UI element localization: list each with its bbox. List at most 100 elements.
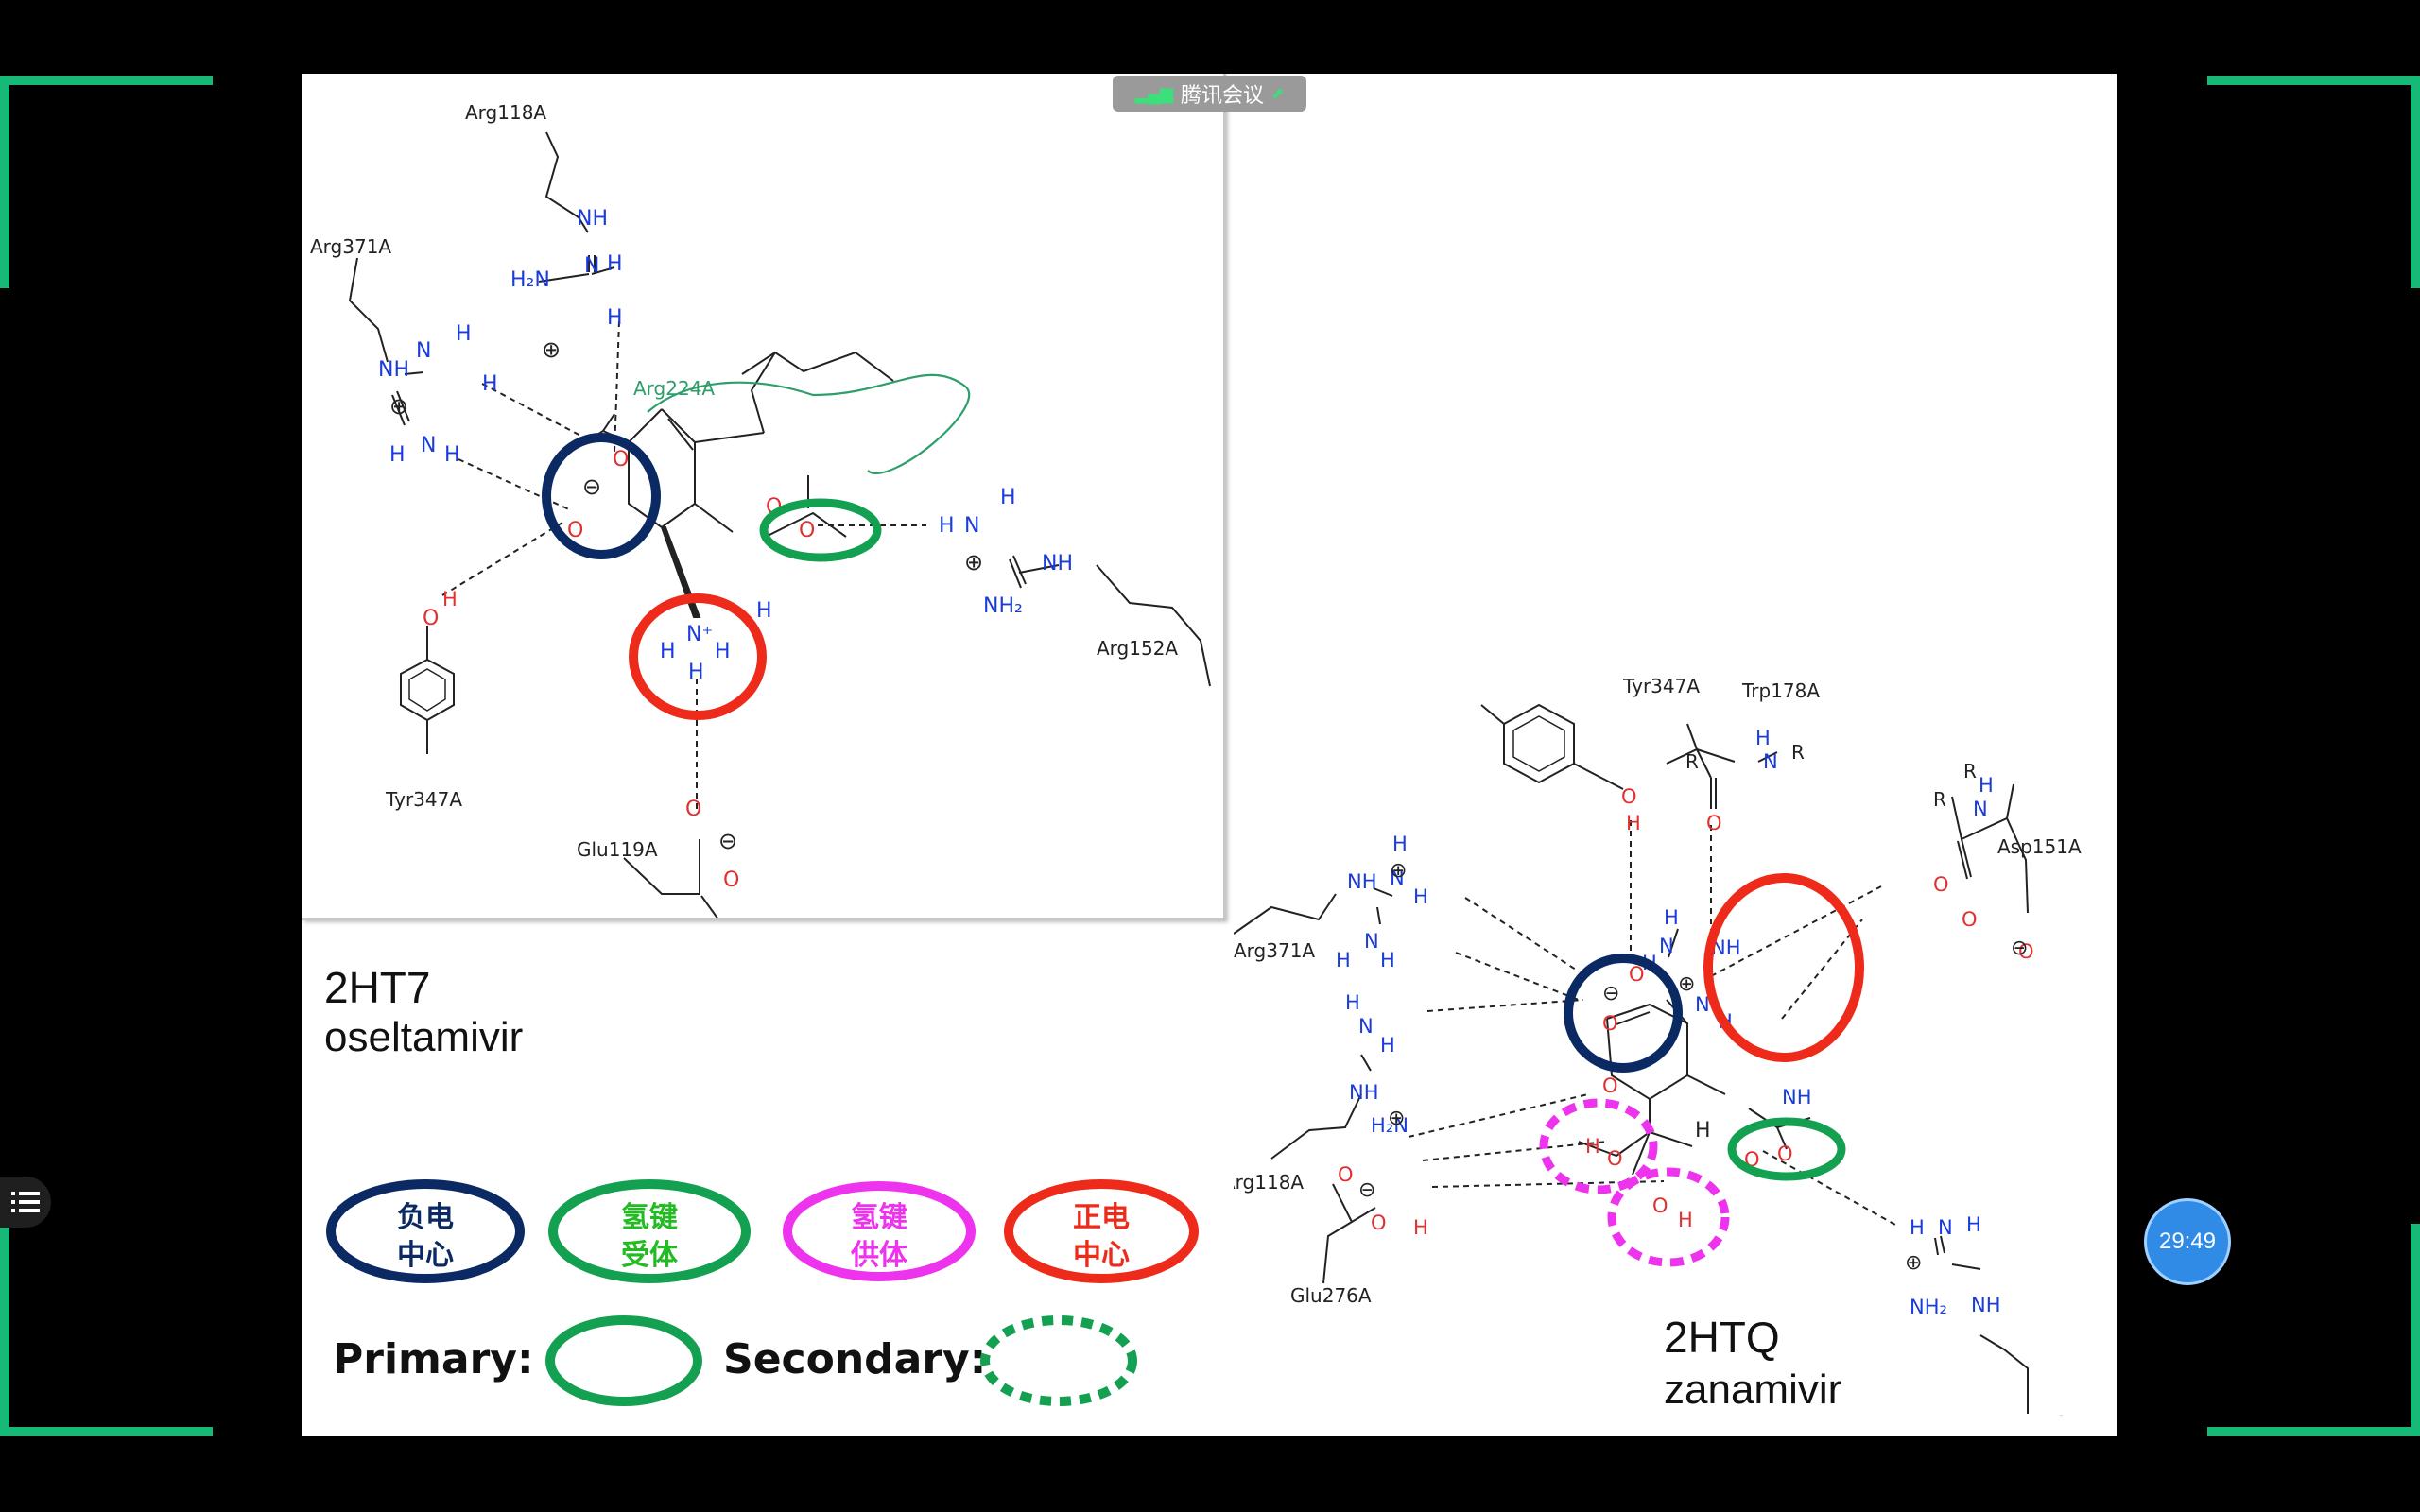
svg-text:H: H xyxy=(688,661,704,684)
left-interaction-panel: Arg118A Arg371A Arg152A Tyr347A Glu119A … xyxy=(302,74,1226,920)
svg-text:R: R xyxy=(1791,741,1805,764)
legend-primary-label: Primary: xyxy=(333,1335,534,1383)
svg-text:H: H xyxy=(1910,1216,1925,1239)
left-pdb-code: 2HT7 xyxy=(324,963,431,1012)
frame-corner-top-right-h xyxy=(2207,76,2420,85)
svg-text:H: H xyxy=(607,306,623,330)
legend-negative-center xyxy=(326,1179,525,1283)
svg-text:⊕: ⊕ xyxy=(1905,1251,1922,1275)
shared-slide: Arg118A Arg371A Arg152A Tyr347A Glu119A … xyxy=(302,74,2117,1436)
svg-text:N: N xyxy=(1659,935,1674,957)
svg-text:NH: NH xyxy=(378,358,409,382)
hbond-acceptor-marker xyxy=(759,498,882,562)
svg-text:N: N xyxy=(421,434,436,457)
svg-text:⊕: ⊕ xyxy=(1678,972,1695,996)
svg-text:⊕: ⊕ xyxy=(964,549,983,576)
residue-arg371a-right: Arg371A xyxy=(1234,939,1315,962)
svg-text:O: O xyxy=(1602,1012,1618,1035)
svg-text:⊖: ⊖ xyxy=(1602,982,1619,1005)
frame-corner-bottom-right-h xyxy=(2207,1427,2420,1436)
residue-arg118a: Arg118A xyxy=(465,101,546,124)
residue-arg152a: Arg152A xyxy=(1097,637,1178,660)
signal-bars-icon: ▂▄▆ xyxy=(1134,83,1174,103)
svg-text:⊖: ⊖ xyxy=(1358,1178,1375,1202)
meeting-timer[interactable]: 29:49 xyxy=(2144,1198,2231,1285)
svg-text:O: O xyxy=(1962,908,1978,931)
svg-text:O: O xyxy=(723,868,739,892)
svg-text:O: O xyxy=(1629,963,1645,986)
svg-text:O: O xyxy=(613,448,629,472)
residue-asp151a-right: Asp151A xyxy=(1997,835,2082,858)
svg-text:H: H xyxy=(456,322,472,346)
svg-text:N: N xyxy=(1390,867,1405,889)
legend-primary-marker xyxy=(545,1315,702,1406)
svg-text:H: H xyxy=(1626,812,1641,834)
svg-text:N: N xyxy=(1763,750,1778,773)
svg-text:H: H xyxy=(482,372,498,396)
svg-text:H: H xyxy=(756,599,772,623)
svg-text:O: O xyxy=(567,519,583,542)
frame-corner-top-left-h xyxy=(0,76,213,85)
legend-donor-line2: 供体 xyxy=(850,1239,908,1272)
svg-text:H: H xyxy=(1966,1213,1981,1236)
svg-text:O: O xyxy=(1706,812,1722,834)
hbond-acceptor-marker-right xyxy=(1727,1117,1846,1181)
svg-text:R: R xyxy=(1933,788,1946,811)
legend-positive-line1: 正电 xyxy=(1073,1201,1130,1234)
svg-text:NH: NH xyxy=(1042,552,1073,576)
svg-text:R: R xyxy=(1685,750,1699,773)
legend-positive-center xyxy=(1004,1179,1199,1283)
zanamivir-interaction-diagram: Trp178A Tyr347A Asp151A Arg371A Arg118A … xyxy=(1234,675,2082,1416)
svg-text:H: H xyxy=(1979,774,1994,797)
svg-text:H: H xyxy=(939,514,955,538)
right-drug-name: zanamivir xyxy=(1664,1366,1842,1413)
svg-text:NH₂: NH₂ xyxy=(1910,1296,1947,1318)
frame-corner-top-right-v xyxy=(2411,76,2420,288)
svg-text:H: H xyxy=(389,443,406,467)
svg-text:NH: NH xyxy=(1347,870,1377,893)
svg-text:⊖: ⊖ xyxy=(582,473,601,500)
svg-text:O: O xyxy=(1371,1211,1387,1234)
svg-text:H: H xyxy=(1413,1216,1428,1239)
svg-text:H₂N: H₂N xyxy=(1371,1114,1409,1137)
list-menu-icon xyxy=(11,1192,40,1212)
svg-text:H: H xyxy=(660,640,676,663)
meeting-app-name: 腾讯会议 xyxy=(1181,83,1265,107)
legend-negative-line2: 中心 xyxy=(397,1239,454,1272)
svg-text:NH: NH xyxy=(1971,1294,2001,1316)
svg-text:⊖: ⊖ xyxy=(718,828,737,854)
pharmacophore-legend: 负电 中心 氢键 受体 氢键 供体 正电 中心 Primary: Seconda… xyxy=(326,1179,1199,1406)
svg-text:N: N xyxy=(416,339,431,363)
hbond-donor-marker-right-1 xyxy=(1539,1098,1658,1194)
svg-text:⊕: ⊕ xyxy=(1390,859,1407,883)
svg-text:H: H xyxy=(1380,1034,1395,1057)
frame-corner-top-left-v xyxy=(0,76,9,288)
svg-text:H: H xyxy=(607,252,623,276)
svg-text:N: N xyxy=(584,254,599,278)
svg-text:N: N xyxy=(964,514,979,538)
oseltamivir-interaction-diagram: Arg118A Arg371A Arg152A Tyr347A Glu119A … xyxy=(310,101,1211,920)
legend-donor-line1: 氢键 xyxy=(851,1201,908,1234)
meeting-status-pill[interactable]: ▂▄▆ 腾讯会议 ⬈ xyxy=(1113,76,1306,112)
legend-secondary-label: Secondary: xyxy=(723,1335,986,1383)
negative-center-marker-right xyxy=(1564,954,1683,1073)
positive-center-marker xyxy=(629,593,767,720)
side-menu-button[interactable] xyxy=(0,1177,51,1228)
residue-tyr347a-right: Tyr347A xyxy=(1622,675,1700,697)
svg-text:⊕: ⊕ xyxy=(389,393,408,420)
svg-text:O: O xyxy=(1602,1074,1618,1097)
residue-arg152a-right: Arg152A xyxy=(1999,1412,2081,1416)
svg-text:N⁺: N⁺ xyxy=(686,623,713,646)
svg-text:O: O xyxy=(1338,1163,1354,1186)
svg-text:N: N xyxy=(1358,1015,1374,1038)
svg-text:H: H xyxy=(1413,885,1428,908)
svg-text:⊕: ⊕ xyxy=(1388,1107,1405,1130)
expand-icon: ⬈ xyxy=(1271,86,1285,102)
residue-trp178a-right: Trp178A xyxy=(1741,679,1820,702)
svg-text:N: N xyxy=(1973,798,1988,820)
residue-arg371a: Arg371A xyxy=(310,235,391,258)
svg-text:H: H xyxy=(1664,906,1679,929)
positive-center-marker-right xyxy=(1703,873,1864,1062)
hbond-donor-marker-right-2 xyxy=(1607,1167,1730,1267)
svg-text:H: H xyxy=(1678,1209,1693,1231)
